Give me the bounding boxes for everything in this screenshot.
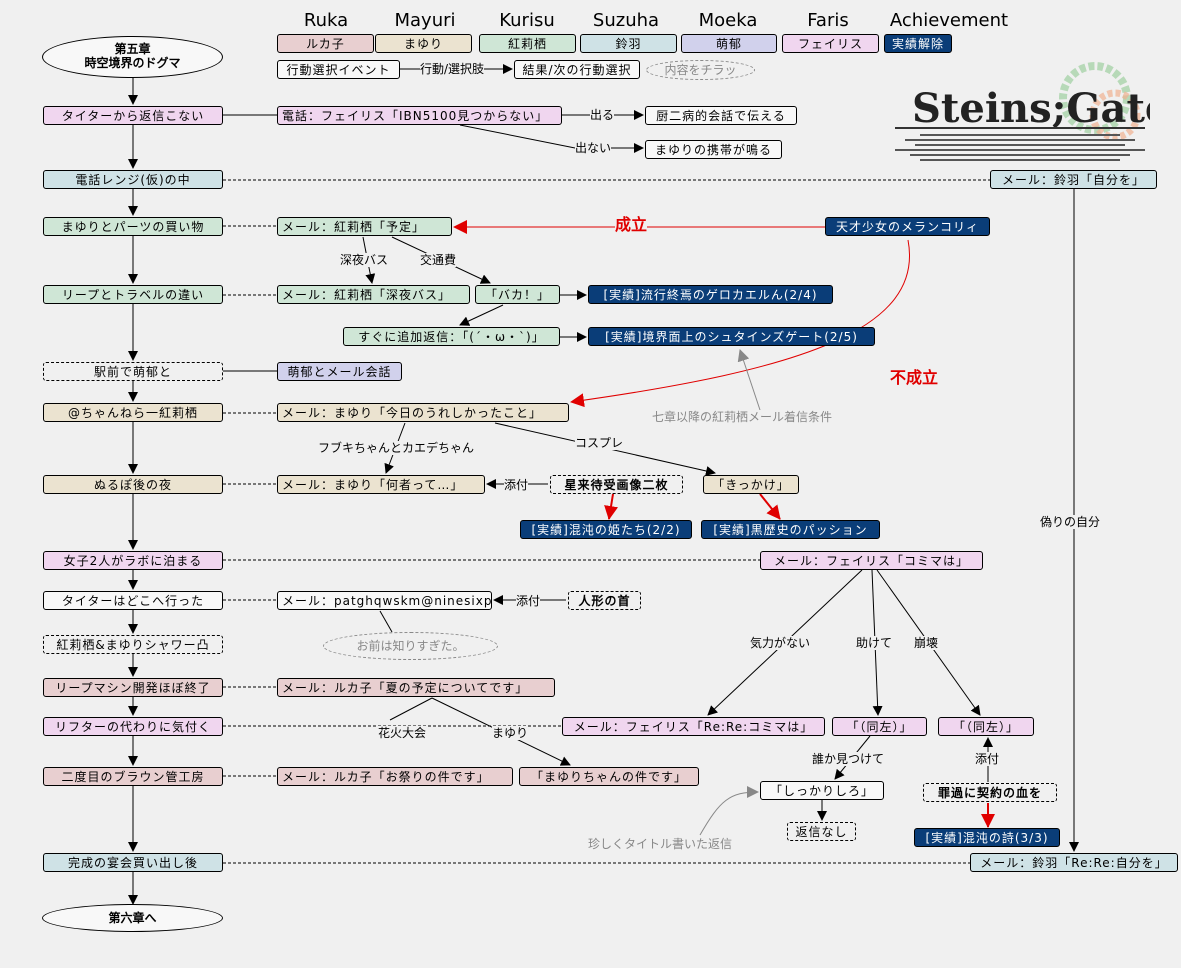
- label-tenpu: 添付: [975, 752, 1000, 766]
- node-chuni[interactable]: 厨二病的会話で伝える: [645, 106, 797, 125]
- legend-suzuha: 鈴羽: [580, 34, 677, 53]
- attachment-seira[interactable]: 星来待受画像二枚: [550, 475, 683, 494]
- label-shinyabus: 深夜バス: [340, 253, 389, 267]
- achievement-kurorekishi[interactable]: [実績]黒歴史のパッション: [701, 520, 880, 539]
- node-ruka-omatsuri[interactable]: メール：ルカ子「お祭りの件です」: [277, 767, 513, 786]
- main-node[interactable]: リープマシン開発ほぼ終了: [43, 678, 223, 697]
- main-node[interactable]: リープとトラベルの違い: [43, 285, 223, 304]
- legend-name-ruka: Ruka: [303, 10, 349, 31]
- legend-name-faris: Faris: [807, 10, 849, 31]
- node-doza1[interactable]: 「（同左）」: [832, 717, 927, 736]
- main-node[interactable]: 女子2人がラボに泊まる: [43, 551, 223, 570]
- main-node[interactable]: @ちゃんねら一紅莉栖: [43, 403, 223, 422]
- label-hanabi: 花火大会: [378, 726, 427, 740]
- label-hokai: 崩壊: [914, 636, 939, 650]
- main-node[interactable]: 完成の宴会買い出し後: [43, 853, 223, 872]
- label-cosplay: コスプレ: [575, 436, 624, 450]
- node-kurisu-shinya[interactable]: メール：紅莉栖「深夜バス」: [277, 285, 470, 304]
- label-denai: 出ない: [575, 141, 612, 155]
- main-node[interactable]: 電話レンジ(仮)の中: [43, 170, 223, 189]
- node-baka[interactable]: 「バカ！」: [475, 285, 560, 304]
- node-henshin-nashi[interactable]: 返信なし: [787, 822, 856, 841]
- legend-name-moeka: Moeka: [698, 10, 758, 31]
- attachment-ningyo[interactable]: 人形の首: [568, 591, 641, 610]
- node-doza2[interactable]: 「（同左）」: [938, 717, 1034, 736]
- main-node[interactable]: まゆりとパーツの買い物: [43, 217, 223, 236]
- start-line2: 時空境界のドグマ: [84, 56, 181, 70]
- main-node[interactable]: ぬるぽ後の夜: [43, 475, 223, 494]
- label-deru: 出る: [590, 108, 615, 122]
- legend-result: 結果/次の行動選択: [514, 60, 640, 79]
- label-fubuki: フブキちゃんとカエデちゃん: [318, 441, 475, 455]
- legend-name-kurisu: Kurisu: [499, 10, 555, 31]
- steins-gate-logo: Steins;Gate: [890, 60, 1150, 165]
- legend-choice: 行動/選択肢: [420, 62, 485, 76]
- node-ring[interactable]: まゆりの携帯が鳴る: [645, 140, 782, 159]
- main-node[interactable]: 駅前で萌郁と: [43, 362, 223, 381]
- legend-faris: フェイリス: [782, 34, 879, 53]
- achievement-gerokaeru[interactable]: [実績]流行終焉のゲロカエルん(2/4): [588, 285, 833, 304]
- label-tenpu: 添付: [504, 478, 529, 492]
- node-faris-rere[interactable]: メール：フェイリス「Re:Re:コミマは」: [562, 717, 825, 736]
- label-nanasho: 七章以降の紅莉栖メール着信条件: [652, 410, 833, 424]
- label-tenpu: 添付: [516, 594, 541, 608]
- end-chapter6: 第六章へ: [42, 904, 223, 932]
- label-mezurashi: 珍しくタイトル書いた返信: [588, 837, 733, 851]
- label-itsuwari: 偽りの自分: [1040, 515, 1101, 529]
- label-mayuri: まゆり: [492, 726, 529, 740]
- legend-peek: 内容をチラッ: [646, 60, 755, 80]
- node-shikkari[interactable]: 「しっかりしろ」: [760, 781, 884, 800]
- node-tsuika[interactable]: すぐに追加返信：「(´・ω・`)」: [343, 327, 560, 346]
- node-kikkake[interactable]: 「きっかけ」: [703, 475, 799, 494]
- node-ruka-natsu[interactable]: メール：ルカ子「夏の予定についてです」: [277, 678, 555, 697]
- node-moeka-mail[interactable]: 萌郁とメール会話: [277, 362, 402, 381]
- label-tasukete: 助けて: [856, 636, 893, 650]
- main-node[interactable]: リフターの代わりに気付く: [43, 717, 223, 736]
- label-dareka: 誰か見つけて: [812, 752, 885, 766]
- start-chapter5: 第五章 時空境界のドグマ: [42, 36, 223, 78]
- achievement-konton-uta[interactable]: [実績]混沌の詩(3/3): [914, 828, 1060, 847]
- legend-name-mayuri: Mayuri: [394, 10, 456, 31]
- peek-shirisugi: お前は知りすぎた。: [323, 632, 498, 660]
- achievement-konton-hime[interactable]: [実績]混沌の姫たち(2/2): [520, 520, 692, 539]
- node-phone-faris[interactable]: 電話：フェイリス「IBN5100見つからない」: [277, 106, 562, 125]
- start-line1: 第五章: [114, 42, 151, 56]
- achievement-tensai[interactable]: 天才少女のメランコリィ: [825, 217, 990, 236]
- attachment-zaika[interactable]: 罪過に契約の血を: [923, 783, 1057, 802]
- legend-event: 行動選択イベント: [277, 60, 400, 79]
- node-mayuri-nanimono[interactable]: メール：まゆり「何者って…」: [277, 475, 485, 494]
- legend-kurisu: 紅莉栖: [479, 34, 576, 53]
- legend-achievement: 実績解除: [884, 34, 952, 53]
- node-mayurichan[interactable]: 「まゆりちゃんの件です」: [519, 767, 699, 786]
- achievement-kyokaimen[interactable]: [実績]境界面上のシュタインズゲート(2/5): [588, 327, 875, 346]
- legend-name-suzuha: Suzuha: [592, 10, 660, 31]
- legend-moeka: 萌郁: [681, 34, 777, 53]
- legend-mayuri: まゆり: [375, 34, 472, 53]
- label-seiritsu: 成立: [615, 215, 648, 234]
- node-suzuha-rere[interactable]: メール：鈴羽「Re:Re:自分を」: [970, 853, 1178, 872]
- node-mayuri-ureshi[interactable]: メール：まゆり「今日のうれしかったこと」: [277, 403, 569, 422]
- label-kotsuhi: 交通費: [420, 253, 457, 267]
- legend-ruka: ルカ子: [277, 34, 374, 53]
- main-node[interactable]: タイターはどこへ行った: [43, 591, 223, 610]
- node-suzuha-mail1[interactable]: メール：鈴羽「自分を」: [990, 170, 1157, 189]
- node-faris-komima[interactable]: メール：フェイリス「コミマは」: [760, 551, 983, 570]
- main-node[interactable]: 紅莉栖&まゆりシャワー凸: [43, 635, 223, 654]
- label-fuseiritsu: 不成立: [890, 368, 939, 387]
- legend-name-achievement: Achievement: [889, 10, 1009, 31]
- main-node[interactable]: 二度目のブラウン管工房: [43, 767, 223, 786]
- svg-text:Steins;Gate: Steins;Gate: [912, 85, 1150, 132]
- node-patg-mail[interactable]: メール：patghqwskm@ninesixpbb: [277, 591, 492, 610]
- node-kurisu-yotei[interactable]: メール：紅莉栖「予定」: [277, 217, 452, 236]
- main-node[interactable]: タイターから返信こない: [43, 106, 223, 125]
- label-kiryoku: 気力がない: [750, 636, 811, 650]
